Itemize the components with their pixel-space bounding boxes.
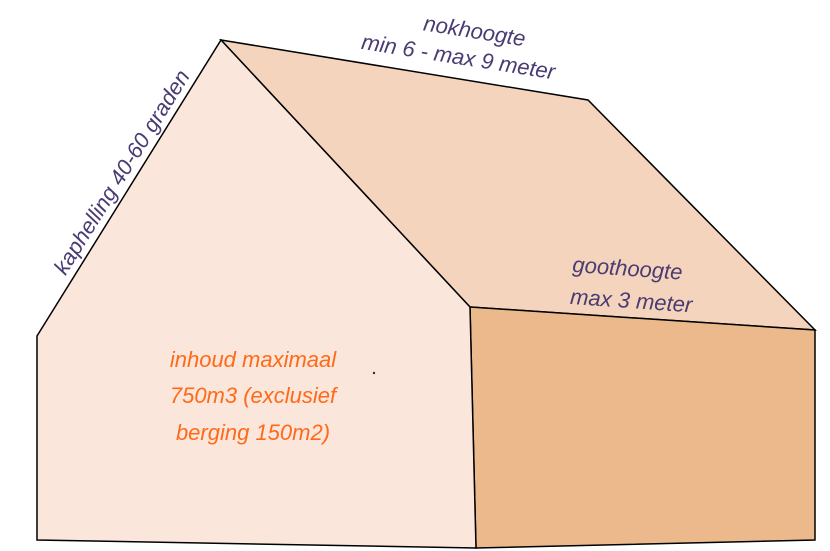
- volume-label: inhoud maximaal 750m3 (exclusief berging…: [170, 347, 339, 445]
- volume-line-3: berging 150m2): [176, 420, 330, 445]
- volume-line-1: inhoud maximaal: [170, 347, 337, 372]
- eaves-height-label: goothoogte max 3 meter: [569, 252, 694, 318]
- dot-marker: [372, 371, 376, 375]
- volume-line-2: 750m3 (exclusief: [170, 383, 339, 408]
- front-gable-face: [36, 38, 477, 549]
- side-wall: [469, 306, 816, 549]
